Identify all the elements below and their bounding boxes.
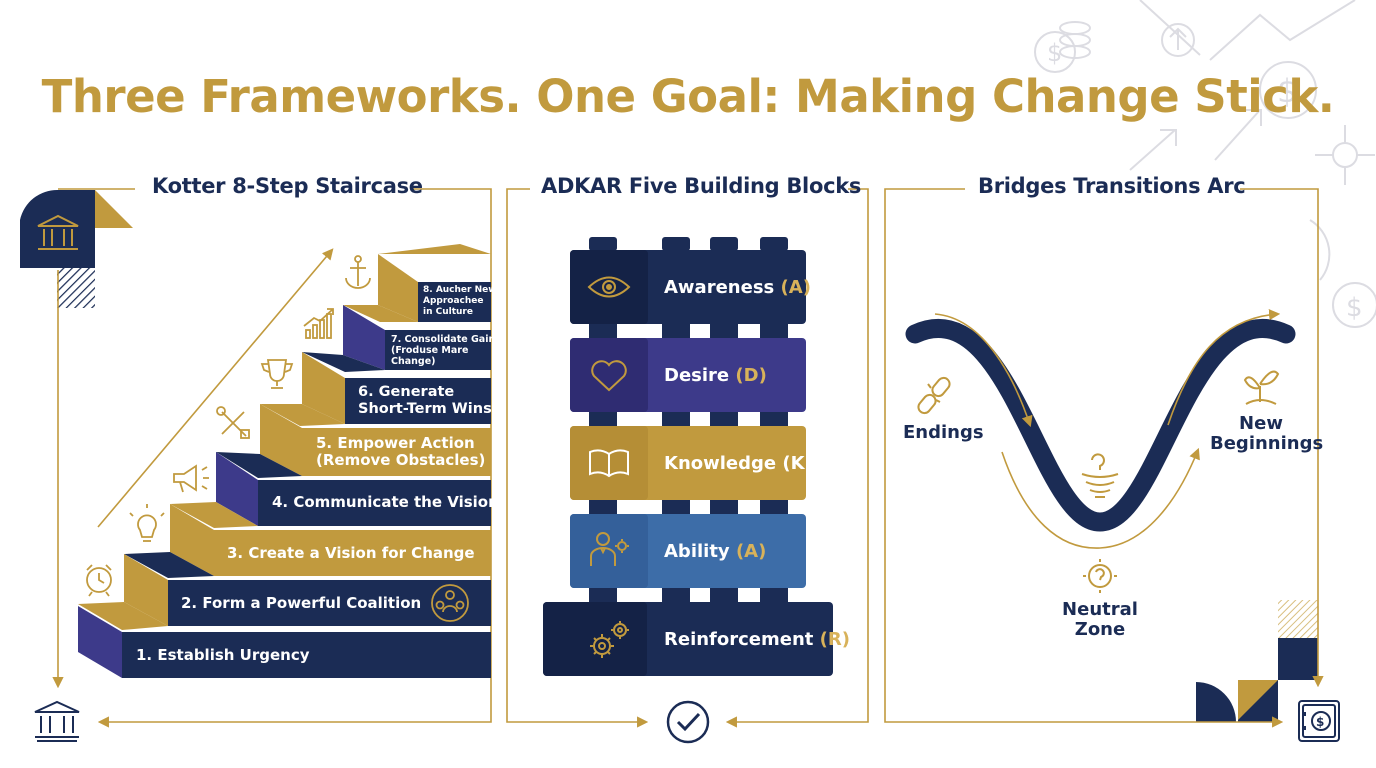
megaphone-icon: [173, 464, 209, 493]
team-icon: [431, 584, 469, 622]
endings-label: Endings: [903, 422, 984, 443]
safe-icon: $: [1298, 700, 1340, 742]
block-ability-label: Ability (A): [664, 541, 767, 562]
anchor-icon: [345, 255, 371, 289]
svg-text:$: $: [1277, 72, 1297, 110]
watermark-decoration: $ $ $: [1034, 0, 1376, 328]
step-8-riser: [378, 254, 418, 322]
bridges-panel-title: Bridges Transitions Arc: [978, 174, 1246, 198]
step-1-face: [122, 632, 491, 678]
check-circle-icon: [666, 700, 710, 744]
block-reinforcement-label: Reinforcement (R): [664, 629, 850, 650]
step-3-label: 3. Create a Vision for Change: [227, 544, 475, 562]
heart-icon: [591, 360, 627, 392]
block-desire-label: Desire (D): [664, 365, 767, 386]
step-4-face: [258, 480, 491, 526]
neutral-compass-icon: [1083, 559, 1117, 593]
adkar-tower: [543, 237, 833, 676]
kotter-panel-title: Kotter 8-Step Staircase: [152, 174, 423, 198]
bank-icon: [34, 700, 80, 742]
step-7-label: 7. Consolidate Gains (Froduse Mare Chang…: [391, 334, 501, 367]
step-5-label: 5. Empower Action (Remove Obstacles): [316, 434, 486, 469]
book-icon: [589, 449, 629, 478]
sprout-icon: [1243, 370, 1280, 405]
question-swirl-icon: [1081, 453, 1119, 498]
person-gears-icon: [590, 532, 629, 566]
page-title: Three Frameworks. One Goal: Making Chang…: [41, 70, 1335, 123]
svg-text:$: $: [1047, 39, 1062, 67]
step-7-face: [385, 330, 491, 370]
bridges-arc: [905, 309, 1296, 549]
step-8-face: [418, 282, 491, 322]
block-knowledge-label: Knowledge (K): [664, 453, 813, 474]
step-5-face: [302, 428, 491, 476]
broken-chain-icon: [917, 376, 951, 415]
step-3-face: [214, 530, 491, 576]
step-2-label: 2. Form a Powerful Coalition: [181, 594, 422, 612]
svg-text:$: $: [1316, 715, 1324, 729]
panel-frames: [52, 188, 1324, 728]
corner-decoration-right: [1196, 600, 1318, 722]
step-1-label: 1. Establish Urgency: [136, 646, 310, 664]
step-6-label: 6. Generate Short-Term Wins: [358, 384, 492, 417]
step-4-label: 4. Communicate the Vision: [272, 493, 499, 511]
neutral-zone-label: Neutral Zone: [1062, 599, 1138, 640]
gears-icon: [590, 621, 629, 658]
tools-icon: [216, 406, 250, 439]
step-8-label: 8. Aucher New Approachee in Culture: [423, 285, 497, 317]
block-awareness-label: Awareness (A): [664, 277, 811, 298]
growth-chart-icon: [303, 308, 334, 339]
trophy-icon: [260, 359, 294, 389]
alarm-clock-icon: [86, 564, 112, 597]
bank-icon: [37, 214, 79, 250]
lightbulb-icon: [129, 504, 165, 542]
new-beginnings-label: New Beginnings: [1210, 413, 1324, 454]
step-6-face: [345, 378, 491, 424]
adkar-panel-title: ADKAR Five Building Blocks: [541, 174, 862, 198]
step-8-top: [378, 244, 491, 254]
eye-icon: [587, 276, 631, 298]
svg-text:$: $: [1346, 293, 1363, 323]
